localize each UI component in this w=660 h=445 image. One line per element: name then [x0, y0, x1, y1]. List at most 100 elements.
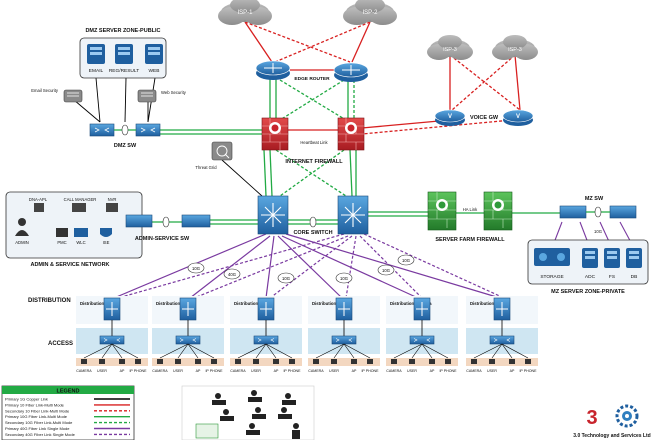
- isp-3a-cloud: ISP-3: [427, 35, 473, 60]
- access-device-label: AP: [274, 369, 279, 373]
- badge-10g-4: 10G: [377, 264, 395, 276]
- user-group-icon-1: [212, 393, 226, 405]
- legend-item: Secondary 40G Fiber Link Single Mode: [5, 432, 130, 437]
- access-switch: [99, 335, 125, 345]
- camera-icon: [81, 359, 87, 364]
- user-icon: [489, 359, 495, 364]
- access-switch: [489, 335, 515, 345]
- voice-gw-1: V: [434, 109, 466, 126]
- mz-link-10g-label: 10G: [594, 229, 602, 234]
- server-farm-firewall-label: SERVER FARM FIREWALL: [435, 237, 505, 243]
- distribution-switch-name: Distribution Sw-1: [80, 301, 116, 306]
- legend-item-label: Secondary 10 Fiber Link-Multi Mode: [5, 408, 70, 413]
- access-device-label: IP PHONE: [519, 369, 537, 373]
- ap-icon: [195, 359, 201, 364]
- core-switch-label: CORE SWITCH: [293, 230, 332, 236]
- call-manager-label: CALL MANAGER: [64, 197, 97, 202]
- web-security-label: Web Security: [161, 90, 187, 95]
- ip-phone-icon: [211, 359, 217, 364]
- admin-user-icon: ADMIN: [15, 218, 29, 245]
- legend-item-label: Primary 10G Fiber Link-Multi Mode: [5, 414, 68, 419]
- camera-icon: [471, 359, 477, 364]
- isp-2-cloud: ISP-2: [343, 0, 397, 25]
- dmz-switch: DMZ SW: [89, 123, 161, 149]
- edge-router-label: EDGE ROUTER: [294, 76, 330, 82]
- reg-result-server: REG/RESULT: [109, 44, 139, 74]
- legend-item-label: Primary 1G Copper Link: [5, 397, 48, 402]
- legend-item: Primary 40G Fiber Link Single Mode: [5, 426, 130, 431]
- access-switch: [253, 335, 279, 345]
- legend-item: Secondary 10 Fiber Link-Multi Mode: [5, 408, 130, 413]
- storage-device: STORAGE: [534, 248, 570, 280]
- access-device-label: CAMERA: [386, 369, 402, 373]
- badge-10g-5-text: 10G: [402, 258, 410, 263]
- email-label: EMAIL: [89, 68, 104, 74]
- reg-result-label: REG/RESULT: [109, 68, 139, 74]
- camera-icon: [157, 359, 163, 364]
- access-device-label: CAMERA: [152, 369, 168, 373]
- badge-10g-4-text: 10G: [382, 268, 390, 273]
- access-device-label: IP PHONE: [129, 369, 147, 373]
- access-switch: [409, 335, 435, 345]
- server-farm-firewall: HA Link SERVER FARM FIREWALL: [427, 191, 513, 243]
- legend-item: Primary 1G Copper Link: [5, 397, 130, 402]
- camera-icon: [391, 359, 397, 364]
- voice-gw-2: V: [502, 109, 534, 126]
- adc-server: ADC: [582, 248, 598, 280]
- server-farm-firewall-1: [427, 191, 457, 231]
- core-switch: CORE SWITCH: [257, 195, 369, 236]
- access-device-label: IP PHONE: [439, 369, 457, 373]
- legend-item-label: Primary 10 Fiber Link-Multi Mode: [5, 402, 65, 407]
- web-security-appliance: Web Security: [137, 89, 187, 103]
- users-illustration: [181, 385, 315, 441]
- threat-grid-appliance: Threat Grid: [195, 141, 233, 170]
- logo-mark: 3: [586, 407, 597, 429]
- distribution-switch-name: Distribution Sw-3: [234, 301, 270, 306]
- dmz-public-label: DMZ SERVER ZONE-PUBLIC: [85, 28, 160, 34]
- ise-label: ISE: [103, 240, 110, 245]
- isp-1-cloud: ISP-1: [218, 0, 272, 25]
- fs-label: FS: [609, 274, 615, 280]
- admin-label: ADMIN: [15, 240, 29, 245]
- distribution-switch-name: Distribution Sw-4: [312, 301, 348, 306]
- ip-phone-icon: [525, 359, 531, 364]
- access-device-label: CAMERA: [308, 369, 324, 373]
- badge-10g-3: 10G: [335, 272, 353, 284]
- ip-phone-icon: [135, 359, 141, 364]
- nvr-server: [106, 203, 118, 212]
- badge-10g-1: 10G: [187, 262, 205, 274]
- access-device-label: IP PHONE: [283, 369, 301, 373]
- whiteboard-icon: [195, 423, 219, 439]
- distribution-switch: [257, 297, 275, 321]
- user-icon: [409, 359, 415, 364]
- access-device-label: IP PHONE: [205, 369, 223, 373]
- badge-10g-2-text: 10G: [282, 276, 290, 281]
- svg-text:V: V: [516, 114, 520, 120]
- access-device-label: AP: [352, 369, 357, 373]
- badge-10g-3-text: 10G: [340, 276, 348, 281]
- internet-firewall-label: INTERNET FIREWALL: [285, 159, 343, 165]
- distribution-label: DISTRIBUTION: [28, 298, 71, 304]
- isp-3b-cloud: ISP-3: [492, 35, 538, 60]
- email-server: EMAIL: [87, 44, 105, 74]
- web-server: WEB: [145, 44, 163, 74]
- access-device-label: CAMERA: [466, 369, 482, 373]
- internet-firewall: Heartbeat Link INTERNET FIREWALL: [261, 117, 365, 165]
- threat-grid-label: Threat Grid: [195, 165, 217, 170]
- fs-server: FS: [604, 248, 620, 280]
- web-label: WEB: [149, 68, 160, 74]
- email-security-label: Email Security: [31, 88, 59, 93]
- access-device-label: AP: [120, 369, 125, 373]
- edge-router-2: [333, 62, 369, 82]
- presenter-icon: [292, 423, 300, 439]
- company-name: 3.0 Technology and Services Ltd: [573, 433, 650, 439]
- access-device-label: CAMERA: [76, 369, 92, 373]
- ap-icon: [509, 359, 515, 364]
